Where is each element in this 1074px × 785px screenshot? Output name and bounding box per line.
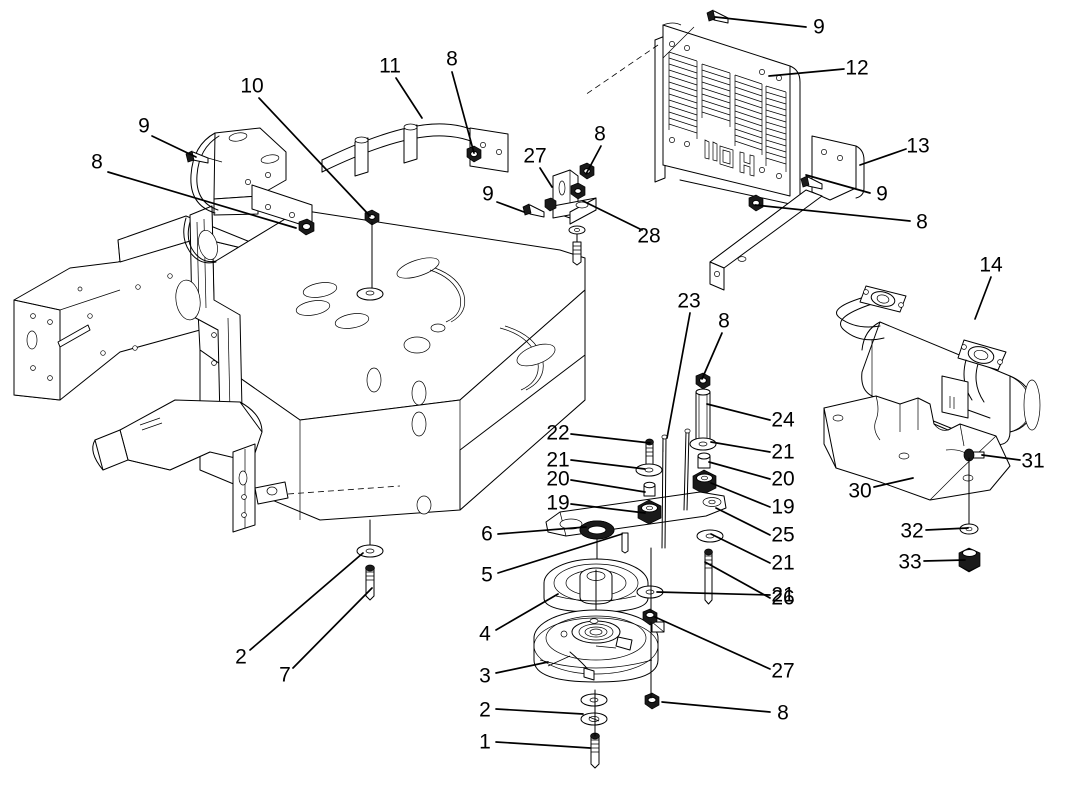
leader-line (496, 201, 525, 213)
leader-line (768, 68, 845, 77)
leader-line (710, 441, 771, 453)
callout-number: 21 (546, 448, 570, 472)
callout-number: 7 (279, 663, 291, 687)
callout-number: 1 (479, 730, 491, 754)
callout-number: 31 (1021, 449, 1045, 473)
callout-number: 4 (479, 622, 491, 646)
callout-number: 23 (677, 289, 701, 313)
callout-number: 21 (771, 583, 795, 607)
leader-line (710, 533, 771, 564)
leader-line (925, 527, 969, 531)
leader-line (451, 71, 475, 154)
leader-line (701, 332, 723, 380)
leader-line (654, 616, 771, 670)
leader-line (708, 461, 771, 480)
callout-number: 28 (637, 224, 661, 248)
leader-line (873, 477, 914, 488)
callout-number: 32 (900, 519, 924, 543)
leader-line (706, 403, 771, 421)
leader-line (570, 459, 646, 470)
callout-number: 8 (594, 122, 606, 146)
left-bolt-stack (635, 438, 663, 525)
callout-number: 8 (777, 701, 789, 725)
callout-number: 2 (235, 645, 247, 669)
callout-number: 22 (546, 421, 570, 445)
callout-number: 9 (876, 182, 888, 206)
callout-number: 10 (240, 74, 264, 98)
callout-number: 8 (718, 309, 730, 333)
grille-logo-cutouts (704, 139, 755, 177)
leader-line (249, 552, 364, 651)
callout-number: 21 (771, 440, 795, 464)
callout-number: 26 (771, 586, 795, 610)
callout-number: 3 (479, 664, 491, 688)
leader-line (495, 593, 559, 631)
leader-line (570, 479, 646, 493)
callout-number: 30 (848, 479, 872, 503)
leader-line (570, 433, 651, 444)
leader-line (981, 454, 1021, 461)
leader-line (704, 561, 771, 599)
leader-line (666, 312, 691, 439)
callout-number: 2 (479, 698, 491, 722)
callout-leaders (107, 16, 1021, 749)
leader-line (395, 77, 423, 119)
deck-hardware-2-7 (356, 519, 384, 601)
leader-line (497, 533, 623, 574)
leader-line (151, 135, 197, 158)
leader-line (710, 482, 771, 508)
callout-number: 8 (91, 150, 103, 174)
callout-number: 14 (979, 253, 1003, 277)
leader-line (923, 559, 966, 562)
leader-line (107, 171, 297, 229)
frame-assembly (13, 123, 586, 533)
callout-number: 33 (898, 550, 922, 574)
leader-line (495, 741, 591, 749)
callout-number: 6 (481, 522, 493, 546)
leader-line (859, 148, 907, 166)
leader-line (292, 587, 373, 669)
leader-line (585, 145, 602, 175)
callout-number: 12 (845, 56, 869, 80)
callout-number: 24 (771, 408, 795, 432)
leader-line (715, 507, 771, 536)
callout-number: 20 (771, 467, 795, 491)
callout-number: 20 (546, 467, 570, 491)
callout-number: 13 (906, 134, 930, 158)
leader-line (258, 97, 371, 217)
leader-line (495, 708, 584, 715)
leader-line (974, 276, 992, 320)
leader-line (570, 503, 646, 514)
callout-number: 27 (771, 659, 795, 683)
muffler-14 (836, 285, 1041, 446)
grille-panel (654, 22, 801, 205)
clutch-pulley-stack (533, 520, 665, 769)
callout-number: 9 (138, 114, 150, 138)
heat-shield-30 (823, 395, 1011, 573)
callout-number: 9 (482, 182, 494, 206)
callout-number: 5 (481, 563, 493, 587)
callout-number: 9 (813, 15, 825, 39)
callout-number: 8 (916, 210, 928, 234)
leader-line (539, 167, 553, 188)
leader-line (582, 200, 643, 231)
leader-line (656, 591, 771, 596)
callout-number: 8 (446, 47, 458, 71)
leader-line (714, 16, 807, 28)
leader-line (754, 204, 911, 222)
callout-number: 19 (771, 495, 795, 519)
callout-number: 19 (546, 491, 570, 515)
callout-number: 21 (771, 551, 795, 575)
callout-number: 11 (379, 54, 401, 78)
callout-number: 25 (771, 523, 795, 547)
leader-line (661, 701, 771, 713)
leader-line (495, 661, 549, 674)
leader-line (497, 526, 587, 535)
callout-number: 27 (523, 144, 547, 168)
leader-line (805, 174, 871, 194)
